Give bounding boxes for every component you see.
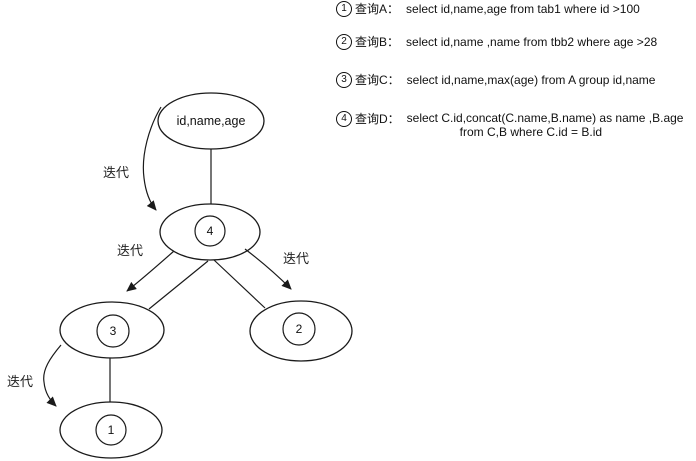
node-2-circle <box>282 312 316 346</box>
legend-query-name-d: 查询D： <box>355 112 400 126</box>
legend-num-circle-3: 3 <box>336 72 352 88</box>
iterate-label-root-4: 迭代 <box>103 165 129 180</box>
node-1-circle <box>95 414 127 446</box>
legend-item-query-d: 4 查询D： select C.id,concat(C.name,B.name)… <box>336 111 683 139</box>
legend-sql-d: select C.id,concat(C.name,B.name) as nam… <box>407 111 684 139</box>
legend-sql-c: select id,name,max(age) from A group id,… <box>406 73 656 87</box>
legend-query-name-a: 查询A： <box>355 2 400 16</box>
legend-sql-a: select id,name,age from tab1 where id >1… <box>406 2 640 16</box>
node-2-value: 2 <box>296 322 303 336</box>
legend-num-circle-2: 2 <box>336 34 352 50</box>
edge-4-to-2 <box>213 259 266 309</box>
legend-sql-d-line2: from C,B where C.id = B.id <box>459 125 603 139</box>
node-root-ellipse <box>157 92 265 150</box>
legend-sql-d-line1: select C.id,concat(C.name,B.name) as nam… <box>406 111 684 125</box>
node-3: 3 <box>59 301 165 359</box>
legend-num-circle-4: 4 <box>336 111 352 127</box>
legend-item-query-c: 3 查询C： select id,name,max(age) from A gr… <box>336 72 655 88</box>
node-root: id,name,age <box>157 92 265 150</box>
iterate-arrow-4-to-2 <box>244 248 292 290</box>
iterate-arrow-3-to-1 <box>43 344 62 407</box>
node-4: 4 <box>159 203 261 261</box>
node-root-label: id,name,age <box>177 114 246 128</box>
iterate-label-4-3: 迭代 <box>117 243 143 258</box>
legend-query-name-c: 查询C： <box>355 73 400 87</box>
tree-edges <box>109 149 266 403</box>
node-3-circle <box>96 314 130 348</box>
edge-4-to-3 <box>148 260 209 310</box>
iterate-label-4-2: 迭代 <box>283 251 309 266</box>
legend-query-name-b: 查询B： <box>355 35 400 49</box>
iterate-label-3-1: 迭代 <box>7 374 33 389</box>
iterate-arrow-root-to-4 <box>142 106 162 211</box>
node-2: 2 <box>249 300 353 362</box>
legend-sql-b: select id,name ,name from tbb2 where age… <box>406 35 658 49</box>
node-1: 1 <box>59 401 163 459</box>
node-3-value: 3 <box>110 324 117 338</box>
iteration-arrows <box>43 106 292 407</box>
iterate-arrow-4-to-3 <box>126 250 175 292</box>
node-1-value: 1 <box>108 423 115 437</box>
legend-item-query-a: 1 查询A： select id,name,age from tab1 wher… <box>336 1 640 17</box>
legend-item-query-b: 2 查询B： select id,name ,name from tbb2 wh… <box>336 34 657 50</box>
legend-num-circle-1: 1 <box>336 1 352 17</box>
node-4-value: 4 <box>207 224 214 238</box>
node-4-circle <box>194 215 226 247</box>
